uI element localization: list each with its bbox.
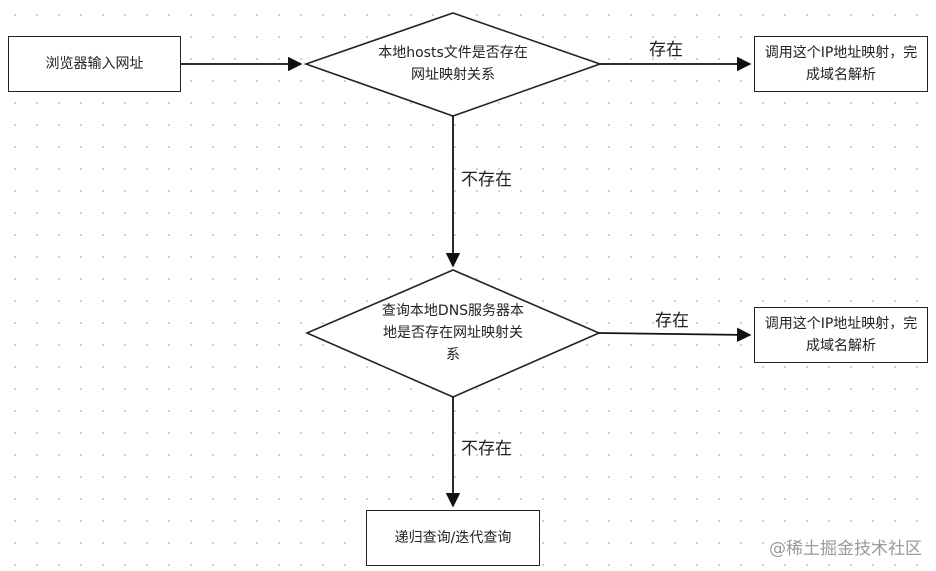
arrow-dns-to-resolve2 xyxy=(598,327,752,343)
edge-label-hosts-no: 不存在 xyxy=(461,170,512,190)
resolve-node-2: 调用这个IP地址映射，完成域名解析 xyxy=(754,307,928,363)
recursive-query-node: 递归查询/迭代查询 xyxy=(366,510,540,566)
resolve-node-2-label: 调用这个IP地址映射，完成域名解析 xyxy=(764,316,918,354)
recursive-query-label: 递归查询/迭代查询 xyxy=(394,530,512,546)
start-node: 浏览器输入网址 xyxy=(8,36,181,92)
dns-question-label: 查询本地DNS服务器本地是否存在网址映射关系 xyxy=(381,303,525,363)
start-node-label: 浏览器输入网址 xyxy=(45,56,144,72)
hosts-question-label: 本地hosts文件是否存在网址映射关系 xyxy=(378,45,528,83)
edge-label-dns-yes: 存在 xyxy=(655,311,689,331)
edge-label-dns-no: 不存在 xyxy=(461,439,512,459)
watermark-text: @稀土掘金技术社区 xyxy=(769,539,922,559)
resolve-node-1-label: 调用这个IP地址映射，完成域名解析 xyxy=(764,45,918,83)
edge-label-hosts-yes: 存在 xyxy=(649,40,683,60)
resolve-node-1: 调用这个IP地址映射，完成域名解析 xyxy=(754,36,928,92)
